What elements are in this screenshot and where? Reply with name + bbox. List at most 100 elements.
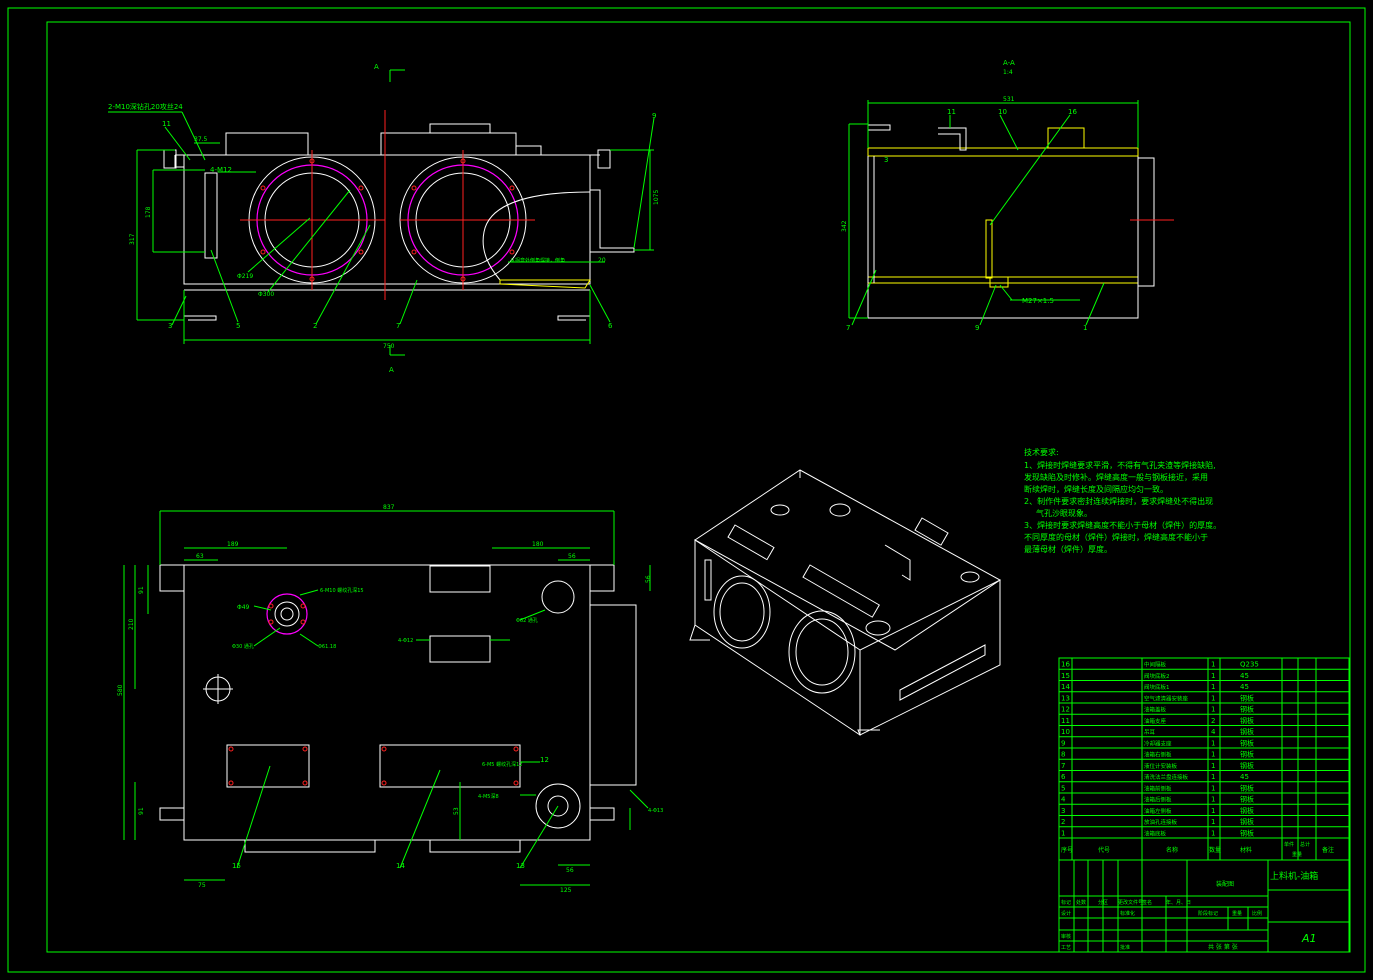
bom-cell-material: 钢板	[1240, 817, 1254, 826]
dim-75: 75	[198, 882, 206, 889]
tech-line: 3、焊接时要求焊缝高度不能小于母材（焊件）的厚度。	[1024, 520, 1221, 530]
section-view: A-A 1:4 531 342 M27×1.5 11 10 16 3 7 9 1	[841, 59, 1174, 332]
level-gauge	[204, 172, 218, 259]
tb-review: 审核	[1061, 933, 1071, 940]
bom-cell-name: 油箱右侧板	[1144, 751, 1172, 759]
bom-cell-no: 2	[1061, 818, 1065, 826]
dim-height: 317	[129, 233, 136, 245]
note-phi30: Φ30 通孔	[232, 643, 254, 650]
suction-flange	[535, 783, 581, 829]
bom-cell-qty: 1	[1211, 661, 1215, 669]
cooler-bracket	[589, 604, 637, 786]
tb-approve: 批准	[1120, 944, 1130, 951]
dim-53: 53	[453, 807, 460, 815]
bom-cell-no: 1	[1061, 829, 1065, 837]
bom-cell-qty: 1	[1211, 818, 1215, 826]
tech-line: 1、焊接时焊缝要求平滑，不得有气孔夹渣等焊接缺陷,	[1024, 460, 1216, 470]
dim-63: 63	[196, 553, 204, 560]
bom-cell-no: 6	[1061, 773, 1066, 781]
part-label: 11	[947, 108, 956, 116]
hole-small-note: Φ219	[237, 273, 253, 280]
dim-91: 91	[138, 586, 145, 594]
tech-line: 不同厚度的母材（焊件）焊接时，焊缝高度不能小于	[1024, 532, 1208, 542]
iso-window-1	[713, 575, 771, 649]
tech-line: 发现缺陷及时修补。焊缝高度一般与钢板接近，采用	[1024, 472, 1208, 482]
bom-cell-name: 油箱前侧板	[1144, 784, 1172, 792]
angle-note: 从拐弯处倒角焊接，倒角	[510, 257, 565, 264]
hdr-single: 单件	[1284, 841, 1294, 848]
hdr-code: 代号	[1098, 846, 1110, 854]
hdr-qty: 数量	[1209, 846, 1221, 854]
bom-cell-name: 阀块底板2	[1144, 672, 1170, 680]
dim-56c: 56	[566, 867, 574, 874]
part-label: 6	[608, 322, 613, 330]
inner-border	[46, 21, 1351, 953]
assembly-label: 装配图	[1216, 880, 1234, 888]
dim-width: 531	[1003, 96, 1015, 103]
part-label: 11	[162, 120, 171, 128]
bom-cell-name: 空气滤清器安装座	[1144, 694, 1189, 702]
part-label: 16	[1068, 108, 1077, 116]
part-label: 13	[516, 862, 525, 870]
note-m5b: 4-M5深8	[478, 793, 499, 800]
bom-cell-material: 45	[1240, 773, 1249, 781]
bom-cell-material: 钢板	[1240, 828, 1254, 837]
bom-cell-qty: 1	[1211, 762, 1215, 770]
tech-line: 2、制作件要求密封连续焊接时，要求焊缝处不得出现	[1024, 496, 1213, 506]
tech-title: 技术要求:	[1024, 447, 1059, 457]
hdr-weight: 重量	[1292, 851, 1302, 858]
part-label: 5	[236, 322, 240, 330]
section-mark-bottom: A	[389, 366, 394, 374]
tech-line: 断续焊时，焊缝长度及间隔应均匀一致。	[1024, 484, 1168, 494]
bom-cell-material: 钢板	[1240, 806, 1254, 815]
tap-note: 4-M12	[210, 166, 232, 174]
return-duct	[482, 191, 591, 281]
dim-210: 210	[128, 618, 135, 630]
bom-cell-name: 中间隔板	[1144, 661, 1167, 669]
valve-plate-2	[226, 744, 310, 788]
bom-cell-material: 钢板	[1240, 693, 1254, 702]
hdr-total: 总计	[1300, 841, 1310, 848]
drawing-name: 上料机-油箱	[1270, 870, 1318, 882]
tb-zone: 分区	[1098, 899, 1108, 906]
side-flange	[1137, 157, 1155, 287]
part-label: 12	[540, 756, 549, 764]
tb-process: 工艺	[1061, 945, 1071, 951]
part-label: 9	[975, 324, 979, 332]
tb-stage: 阶段标记	[1198, 910, 1218, 917]
bom-cell-no: 14	[1061, 683, 1070, 691]
bom-cell-qty: 1	[1211, 796, 1215, 804]
bom-cell-qty: 4	[1211, 728, 1216, 736]
dim-580: 580	[117, 684, 124, 696]
bom-cell-material: 钢板	[1240, 727, 1254, 736]
bom-cell-name: 油箱支座	[1144, 717, 1167, 725]
dim-180: 180	[532, 541, 544, 548]
bom-cell-no: 9	[1061, 739, 1065, 747]
top-view: 837 189 63 180 56 91 210 580 91 53 56 75…	[117, 504, 663, 894]
section-outline	[867, 147, 1139, 319]
bom-cell-name: 油箱左侧板	[1144, 807, 1172, 815]
section-title: A-A	[1003, 59, 1015, 67]
outer-border	[7, 7, 1366, 973]
bom-cell-qty: 1	[1211, 672, 1215, 680]
note-phi49: Φ49	[237, 604, 250, 611]
tech-line: 最薄母材（焊件）厚度。	[1024, 544, 1112, 554]
part-label: 3	[168, 322, 172, 330]
bom-cell-no: 3	[1061, 807, 1065, 815]
dim-125: 125	[560, 887, 572, 894]
hdr-material: 材料	[1240, 846, 1252, 854]
tb-standardize: 标准化	[1120, 910, 1135, 917]
bom-cell-qty: 1	[1211, 751, 1215, 759]
bom-cell-no: 8	[1061, 751, 1065, 759]
bom-cell-no: 7	[1061, 762, 1065, 770]
bom-cell-name: 清洗法兰盘连接板	[1144, 773, 1189, 781]
dim-height: 342	[841, 220, 848, 232]
bom-cell-name: 液位计安装板	[1144, 762, 1178, 770]
tech-line: 气孔沙眼现象。	[1036, 508, 1092, 518]
dim-56: 56	[568, 553, 576, 560]
bom-cell-qty: 1	[1211, 706, 1215, 714]
isometric-view	[689, 469, 1001, 736]
section-mark-top: A	[374, 63, 379, 71]
